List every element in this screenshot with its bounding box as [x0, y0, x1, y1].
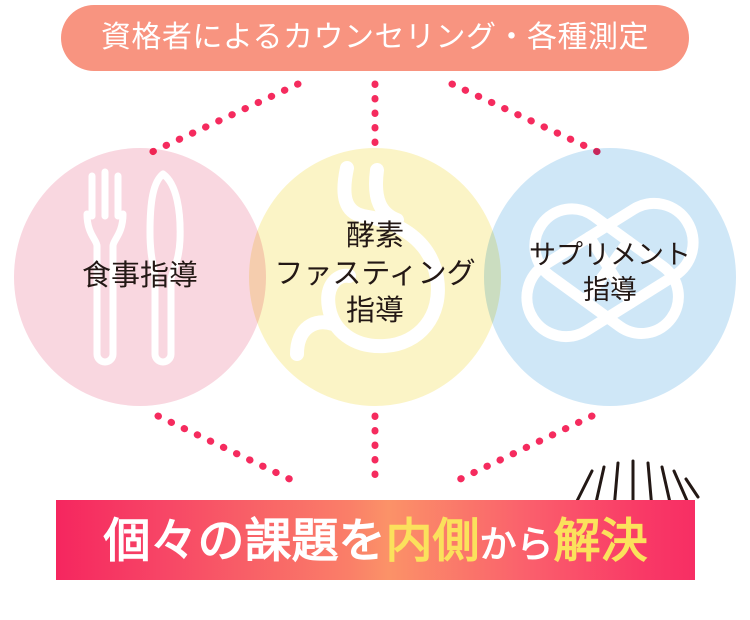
top-banner: 資格者によるカウンセリング・各種測定	[61, 5, 689, 71]
bottom-segment-4: 解決	[553, 513, 648, 567]
connector-bottom-right	[446, 412, 596, 488]
connector-bottom-left	[154, 412, 304, 488]
bottom-segment-1: 個々の課題を	[103, 513, 386, 567]
venn-label-supplement: サプリメント 指導	[529, 240, 691, 306]
venn-circle-diet	[14, 148, 266, 406]
bottom-banner-text: 個々の課題を内側から解決	[104, 517, 648, 564]
top-banner-label: 資格者によるカウンセリング・各種測定	[100, 21, 650, 54]
bottom-segment-2: 内側	[385, 513, 480, 567]
venn-label-diet: 食事指導	[81, 260, 198, 292]
venn-label-enzyme: 酵素 ファスティング 指導	[274, 220, 476, 328]
bottom-banner: 個々の課題を内側から解決	[56, 500, 695, 580]
bottom-segment-3: から	[479, 523, 554, 565]
